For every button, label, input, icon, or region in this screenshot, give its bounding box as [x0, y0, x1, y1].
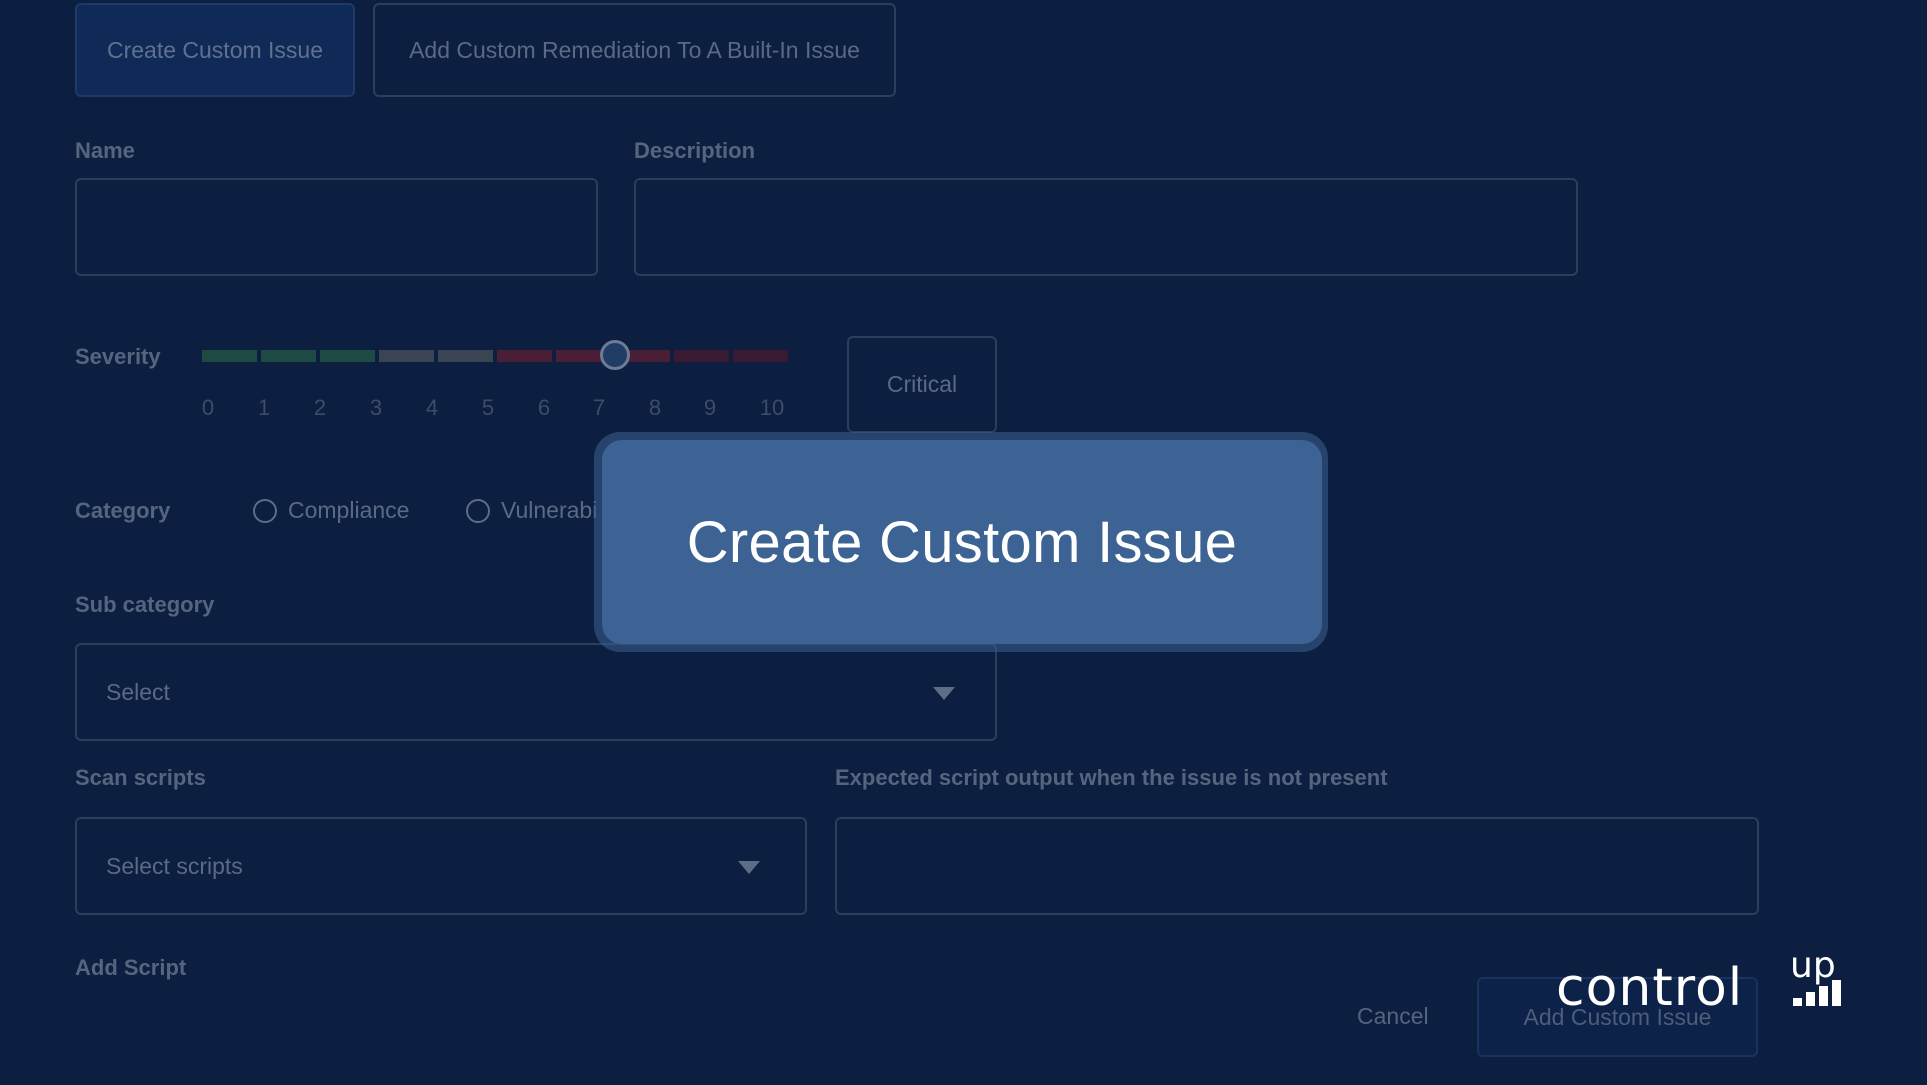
tab-add-custom-remediation[interactable]: Add Custom Remediation To A Built-In Iss… — [373, 3, 896, 97]
severity-segment — [438, 350, 493, 362]
severity-tick: 5 — [481, 395, 495, 420]
expected-output-field[interactable] — [835, 817, 1759, 915]
radio-vulnerability-label: Vulnerabi — [501, 497, 598, 523]
chevron-down-icon — [933, 687, 955, 700]
severity-tick: 8 — [648, 395, 662, 420]
severity-tick: 4 — [425, 395, 439, 420]
severity-tick: 6 — [537, 395, 551, 420]
add-script-label[interactable]: Add Script — [75, 955, 187, 980]
severity-segment — [379, 350, 434, 362]
severity-tick: 7 — [592, 395, 606, 420]
severity-segment — [202, 350, 257, 362]
severity-level-badge: Critical — [847, 336, 997, 433]
tab-create-custom-issue[interactable]: Create Custom Issue — [75, 3, 355, 97]
severity-tick: 2 — [313, 395, 327, 420]
radio-compliance-label: Compliance — [288, 497, 410, 523]
signal-bars-icon — [1793, 978, 1853, 1006]
scan-scripts-label: Scan scripts — [75, 765, 206, 790]
severity-segment — [320, 350, 375, 362]
category-label: Category — [75, 498, 171, 523]
description-field[interactable] — [634, 178, 1578, 276]
expected-output-label: Expected script output when the issue is… — [835, 765, 1388, 790]
logo-superscript: up — [1790, 945, 1836, 986]
scan-scripts-select-value: Select scripts — [106, 853, 243, 879]
add-custom-issue-button[interactable]: Add Custom Issue — [1477, 977, 1758, 1057]
severity-tick: 0 — [201, 395, 215, 420]
subcategory-select[interactable]: Select — [75, 643, 997, 741]
severity-segment — [497, 350, 552, 362]
callout-title: Create Custom Issue — [602, 440, 1322, 644]
severity-segment — [733, 350, 788, 362]
severity-segment — [674, 350, 729, 362]
scan-scripts-select[interactable]: Select scripts — [75, 817, 807, 915]
name-field[interactable] — [75, 178, 598, 276]
cancel-button[interactable]: Cancel — [1357, 1003, 1429, 1029]
severity-segment — [261, 350, 316, 362]
logo-wordmark: control — [1556, 958, 1744, 1018]
severity-tick: 10 — [759, 395, 785, 420]
description-label: Description — [634, 138, 756, 163]
subcategory-label: Sub category — [75, 592, 215, 617]
severity-tick: 9 — [703, 395, 717, 420]
radio-compliance[interactable] — [253, 499, 277, 523]
subcategory-select-value: Select — [106, 679, 170, 705]
severity-segment — [556, 350, 611, 362]
severity-slider-handle[interactable] — [600, 340, 630, 370]
severity-label: Severity — [75, 344, 161, 369]
name-label: Name — [75, 138, 135, 163]
radio-vulnerability[interactable] — [466, 499, 490, 523]
chevron-down-icon — [738, 861, 760, 874]
severity-tick: 1 — [257, 395, 271, 420]
severity-tick: 3 — [369, 395, 383, 420]
